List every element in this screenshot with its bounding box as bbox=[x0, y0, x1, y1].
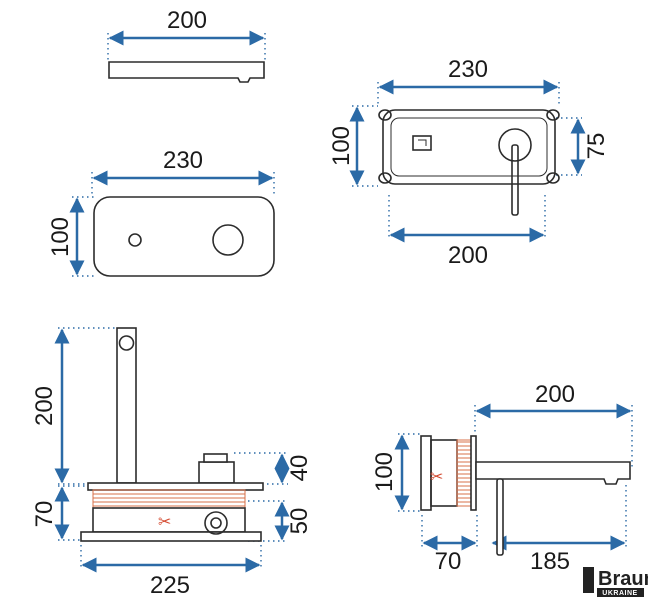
handle-cap bbox=[203, 453, 228, 463]
dimension-label-230: 230 bbox=[448, 56, 488, 83]
spout-outlet bbox=[118, 335, 135, 351]
valve-wheel bbox=[204, 511, 228, 535]
side-section-view: 200 100 70 185 ✂ bbox=[371, 381, 633, 575]
dimension-label-200: 200 bbox=[448, 242, 488, 269]
backbox-coil bbox=[456, 439, 472, 507]
dimension-label-200: 200 bbox=[31, 386, 58, 426]
dimension-label-70: 70 bbox=[435, 548, 462, 575]
spout-arm bbox=[475, 461, 631, 485]
corner-lug bbox=[546, 109, 560, 121]
corner-lug bbox=[378, 109, 392, 121]
front-plate-view: 230 100 bbox=[47, 147, 275, 277]
cartridge-circle bbox=[498, 128, 532, 162]
backbox-front-view: 230 100 75 200 bbox=[328, 56, 610, 269]
logo-sub-bar bbox=[597, 588, 644, 597]
dimension-label-230: 230 bbox=[163, 147, 203, 174]
brand-sub: UKRAINE bbox=[602, 590, 637, 597]
dimension-label-100: 100 bbox=[47, 217, 74, 257]
dimension-label-200: 200 bbox=[167, 7, 207, 34]
top-profile-view: 200 bbox=[107, 7, 266, 83]
handle-body bbox=[198, 461, 235, 484]
brand-logo: Brauni UKRAINE bbox=[583, 567, 648, 597]
logo-mark bbox=[583, 567, 594, 593]
cover-plate bbox=[93, 196, 275, 277]
dimension-label-200: 200 bbox=[535, 381, 575, 408]
diverter-detail bbox=[418, 139, 427, 146]
plate-profile bbox=[108, 61, 265, 83]
scissors-icon: ✂ bbox=[430, 467, 443, 486]
valve-hub bbox=[210, 517, 222, 529]
dimension-label-40: 40 bbox=[286, 455, 313, 482]
cover-plate-side bbox=[87, 482, 264, 491]
dimension-label-50: 50 bbox=[286, 508, 313, 535]
mounting-base bbox=[80, 531, 262, 542]
dimension-label-75: 75 bbox=[583, 133, 610, 160]
backbox-outline bbox=[382, 109, 556, 185]
scissors-icon: ✂ bbox=[158, 512, 171, 531]
dimension-label-100: 100 bbox=[328, 126, 355, 166]
corner-lug bbox=[546, 172, 560, 184]
lever-handle bbox=[511, 144, 519, 216]
dimension-label-100: 100 bbox=[371, 452, 398, 492]
dimension-label-225: 225 bbox=[150, 572, 190, 599]
dimension-label-70: 70 bbox=[31, 501, 58, 528]
side-assembly-view: 200 70 40 50 225 ✂ bbox=[31, 327, 313, 599]
backbox-coil bbox=[92, 489, 246, 509]
diverter-body bbox=[412, 135, 432, 151]
diverter-hole bbox=[128, 233, 142, 247]
spout-column bbox=[116, 327, 137, 484]
brand-name: Brauni bbox=[598, 568, 648, 590]
dimension-label-185: 185 bbox=[530, 548, 570, 575]
lever-handle bbox=[496, 478, 504, 556]
backbox-inner bbox=[390, 117, 548, 177]
handle-hole bbox=[212, 224, 244, 256]
corner-lug bbox=[378, 172, 392, 184]
